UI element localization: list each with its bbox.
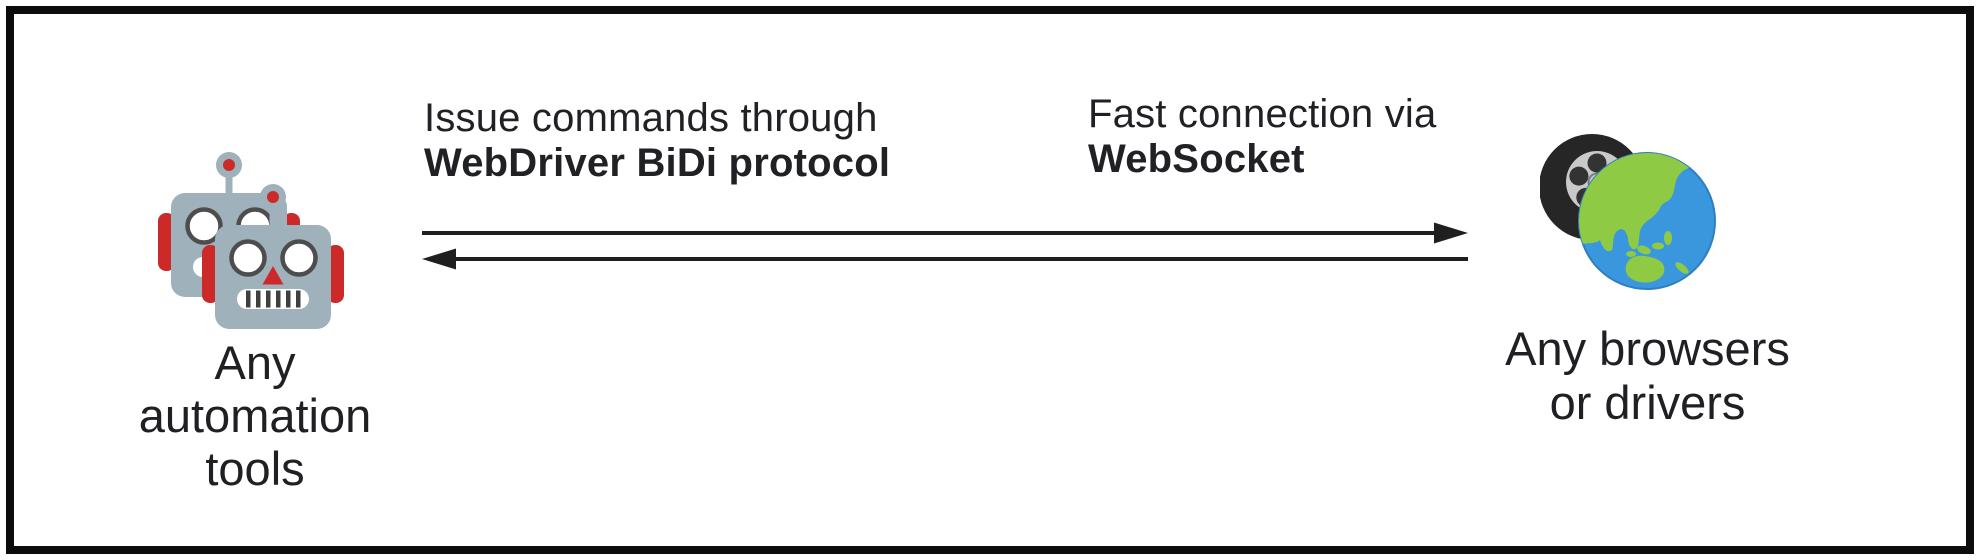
- globe-icon: [1578, 152, 1716, 290]
- globe-landmass: [1579, 153, 1694, 283]
- label-line: tools: [205, 442, 305, 495]
- arrow-left-icon: [422, 248, 1468, 270]
- left-node-label: Any automation tools: [85, 336, 425, 495]
- label-line: Any browsers: [1505, 322, 1790, 375]
- label-line: Any: [214, 336, 296, 389]
- connection-arrows: [422, 222, 1468, 270]
- websocket-annotation: Fast connection via WebSocket: [1088, 92, 1436, 182]
- annotation-text: Issue commands through: [424, 96, 878, 140]
- annotation-text-bold: WebDriver BiDi protocol: [424, 141, 891, 185]
- annotation-text: Fast connection via: [1088, 92, 1437, 136]
- arrow-right-icon: [422, 222, 1468, 244]
- right-node-label: Any browsers or drivers: [1480, 322, 1815, 430]
- globe-tire-icon: [1540, 134, 1716, 290]
- robots-icon: [158, 150, 348, 332]
- annotation-text-bold: WebSocket: [1088, 137, 1305, 181]
- bidi-protocol-annotation: Issue commands through WebDriver BiDi pr…: [424, 96, 890, 186]
- label-line: automation: [138, 389, 372, 442]
- label-line: or drivers: [1549, 376, 1746, 429]
